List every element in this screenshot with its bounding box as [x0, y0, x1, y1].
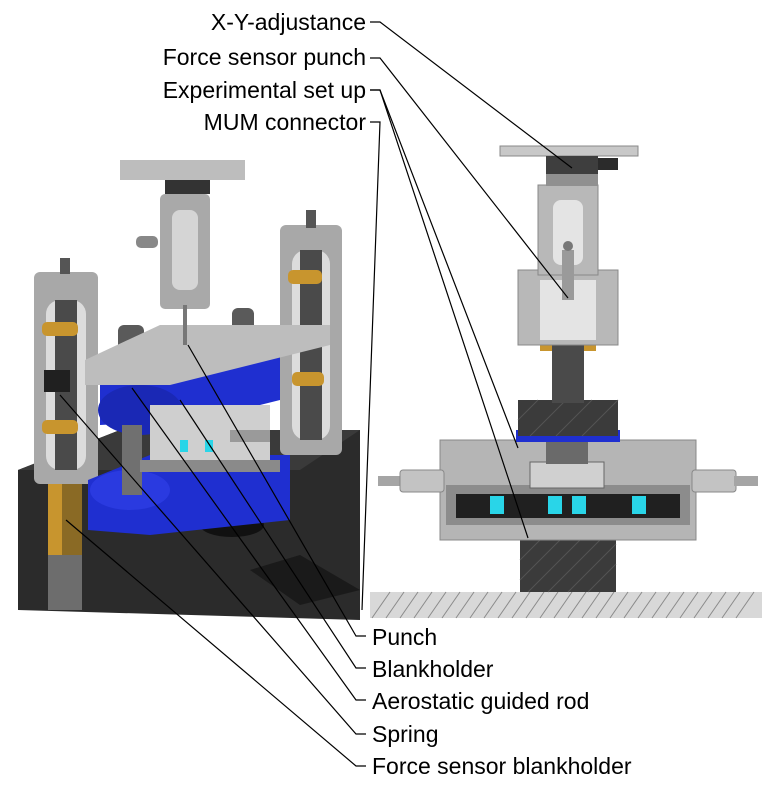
- label-force-sensor-punch: Force sensor punch: [162, 44, 366, 70]
- side-connector-left: [378, 469, 445, 493]
- leader-spring: [59, 394, 366, 735]
- leader-aerostatic-rod: [131, 387, 366, 701]
- leader-force-sensor-blankholder: [65, 519, 366, 767]
- leader-lines: [59, 21, 573, 767]
- label-experimental-setup: Experimental set up: [162, 77, 366, 103]
- side-connector-right: [691, 469, 758, 493]
- xy-adjustance-stage: [499, 145, 639, 157]
- cross-plate: [85, 325, 330, 385]
- label-punch: Punch: [372, 624, 438, 650]
- sensor-cyan-2: [548, 496, 562, 514]
- leader-punch: [187, 344, 366, 637]
- label-xy-adjustance: X-Y-adjustance: [210, 9, 366, 35]
- section-view: [370, 145, 762, 619]
- sensor-cyan-1: [490, 496, 504, 514]
- label-force-sensor-blankholder: Force sensor blankholder: [372, 753, 632, 779]
- leader-blankholder: [179, 399, 366, 669]
- label-mum-connector: MUM connector: [203, 109, 366, 135]
- sensor-cyan-4: [632, 496, 646, 514]
- spring-section: [552, 345, 584, 403]
- sensor-cyan-3: [572, 496, 586, 514]
- label-aerostatic-guided-rod: Aerostatic guided rod: [372, 688, 590, 714]
- leader-mum-connector: [361, 121, 381, 611]
- leader-xy-adjustance: [370, 21, 573, 169]
- label-spring: Spring: [372, 721, 439, 747]
- label-blankholder: Blankholder: [372, 656, 494, 682]
- leader-experimental-setup-1: [370, 89, 519, 449]
- leader-force-sensor-punch: [370, 57, 569, 299]
- isometric-view: [18, 160, 360, 620]
- dark-weight-block: [518, 400, 618, 436]
- leader-experimental-setup-2: [370, 89, 529, 539]
- aerostatic-guided-rod: [122, 425, 142, 495]
- xy-adjustance-plate-left: [120, 160, 245, 180]
